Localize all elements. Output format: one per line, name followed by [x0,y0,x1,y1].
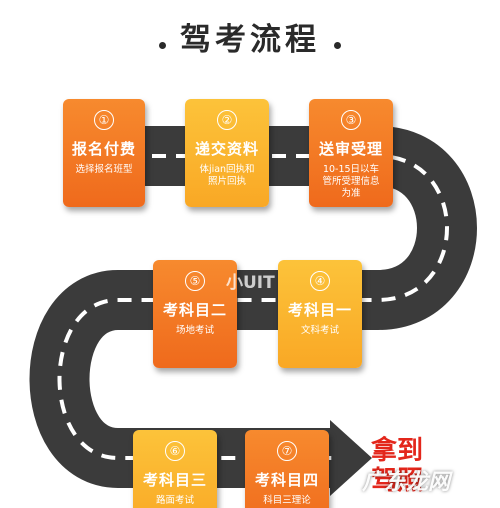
step-name: 考科目二 [162,301,227,319]
step-card-4: ④ 考科目一 文科考试 [278,260,362,368]
step-desc: 体jian回执和 照片回执 [199,164,255,187]
step-name: 递交资料 [194,140,259,158]
step-desc: 选择报名班型 [75,164,133,175]
step-number: ⑥ [165,441,185,461]
final-goal-text: 拿到 驾照 [371,436,424,496]
watermark-corner: 广东龙网 [362,470,451,495]
step-name: 考科目三 [142,471,207,489]
step-card-3: ③ 送审受理 10-15日以车 管所受理信息 为准 [309,99,393,207]
step-number: ④ [310,271,330,291]
step-number: ⑤ [185,271,205,291]
step-card-6: ⑥ 考科目三 路面考试 [133,430,217,508]
step-name: 送审受理 [318,140,383,158]
step-desc: 10-15日以车 管所受理信息 为准 [322,164,380,199]
step-desc: 路面考试 [155,495,194,506]
step-number: ② [217,110,237,130]
step-card-1: ① 报名付费 选择报名班型 [63,99,145,207]
page-title: 驾考流程 [180,22,320,58]
watermark-center: 小UIT [226,273,275,293]
step-card-7: ⑦ 考科目四 科目三理论 [245,430,329,508]
step-number: ⑦ [277,441,297,461]
title-dot-left [159,42,166,49]
step-card-2: ② 递交资料 体jian回执和 照片回执 [185,99,269,207]
step-name: 考科目四 [254,471,319,489]
step-name: 报名付费 [71,140,136,158]
step-desc: 场地考试 [175,325,214,336]
road-lane-markings [57,154,449,460]
step-number: ① [94,110,114,130]
step-name: 考科目一 [287,301,352,319]
title-dot-right [334,42,341,49]
step-number: ③ [341,110,361,130]
step-desc: 文科考试 [300,325,339,336]
road-arrow-head [330,420,372,496]
title-area: 驾考流程 [0,14,500,59]
step-desc: 科目三理论 [263,495,311,506]
step-card-5: ⑤ 考科目二 场地考试 [153,260,237,368]
